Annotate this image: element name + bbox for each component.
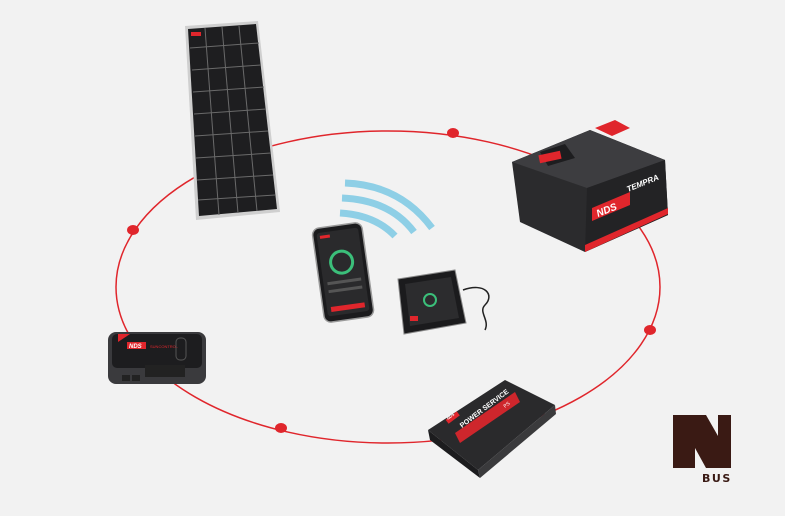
controller-model: SUNCONTROL — [150, 344, 179, 349]
bus-ring — [115, 130, 661, 444]
logo-text: BUS — [702, 472, 732, 485]
ring-node — [275, 423, 287, 433]
cable — [462, 286, 490, 331]
wifi-icon — [339, 179, 435, 239]
power-service: NDS POWER SERVICE PS — [428, 380, 556, 478]
solar-panel — [185, 21, 280, 220]
power-service-brand: NDS — [446, 412, 456, 421]
controller-brand: NDS — [129, 344, 142, 350]
battery-tempra: NDS TEMPRA — [512, 120, 668, 252]
ring-node — [644, 325, 656, 335]
ring-node — [127, 225, 139, 235]
nbus-logo: BUS — [673, 415, 732, 485]
control-display — [397, 269, 490, 335]
power-service-sub: PS — [503, 400, 512, 409]
smartphone — [311, 222, 375, 323]
solar-charge-controller: NDS SUNCONTROL — [108, 332, 206, 384]
ring-node — [447, 128, 459, 138]
